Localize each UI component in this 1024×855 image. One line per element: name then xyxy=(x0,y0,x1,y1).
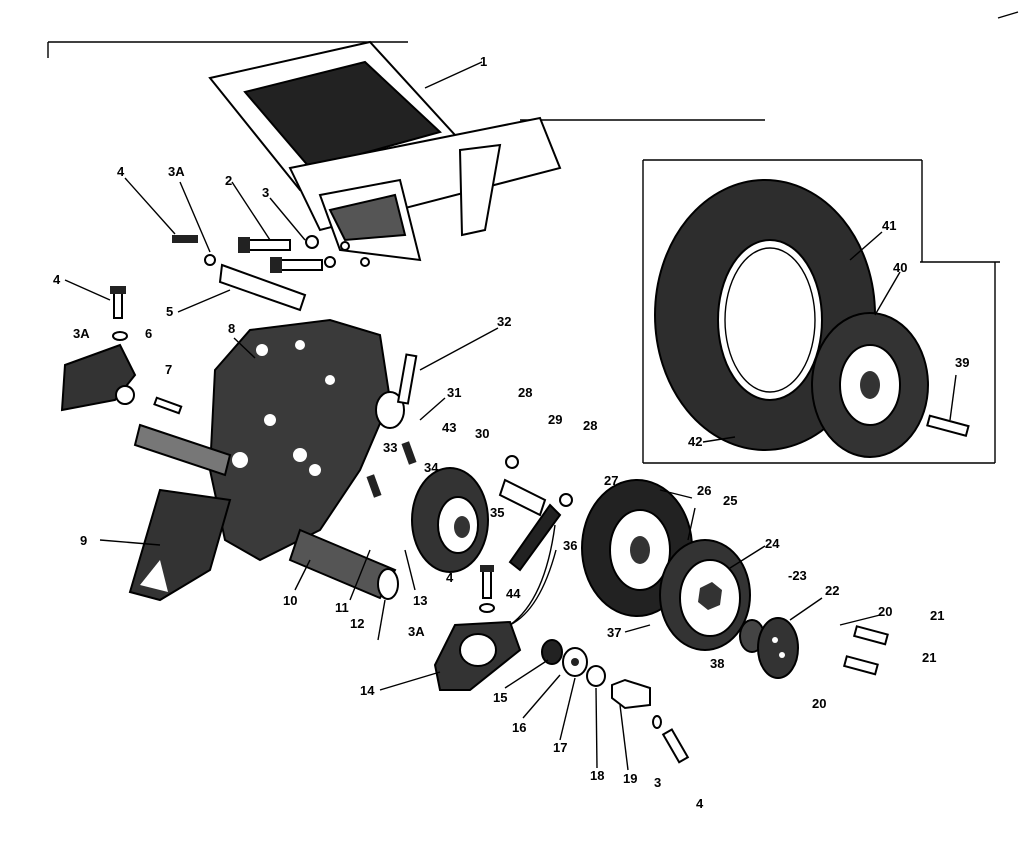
callout-30: 30 xyxy=(475,426,489,441)
springs xyxy=(366,441,417,498)
callout-12: 12 xyxy=(350,616,364,631)
callout-38: 38 xyxy=(710,656,724,671)
callout-26: 26 xyxy=(697,483,711,498)
callout-1: 1 xyxy=(480,54,487,69)
part-29-lever xyxy=(498,455,573,572)
callout-9: 9 xyxy=(80,533,87,548)
part-8-gearbox xyxy=(208,318,405,562)
part-30-pulley xyxy=(411,467,489,573)
callout-4-left: 4 xyxy=(53,272,61,287)
callout-20-bottom: 20 xyxy=(812,696,826,711)
part-22-plate xyxy=(757,617,799,679)
callout-4-mid: 4 xyxy=(446,570,454,585)
callout-34: 34 xyxy=(424,460,439,475)
callout-20-top: 20 xyxy=(878,604,892,619)
callout-37: 37 xyxy=(607,625,621,640)
callout-32: 32 xyxy=(497,314,511,329)
callout-4-bottom: 4 xyxy=(696,796,704,811)
callout-28-right: 28 xyxy=(583,418,597,433)
part-24-25-pulley xyxy=(659,539,751,651)
callout-6: 6 xyxy=(145,326,152,341)
left-shaft xyxy=(133,423,232,477)
small-parts-15-19 xyxy=(541,639,690,764)
callout-3A: 3A xyxy=(168,164,185,179)
callout-28-left: 28 xyxy=(518,385,532,400)
top-hardware xyxy=(172,235,370,273)
callout-25: 25 xyxy=(723,493,737,508)
callout-42: 42 xyxy=(688,434,702,449)
callout-15: 15 xyxy=(493,690,507,705)
part-5-bracket xyxy=(218,263,307,312)
part-6-bracket xyxy=(60,343,137,412)
callout-17: 17 xyxy=(553,740,567,755)
callout-29: 29 xyxy=(548,412,562,427)
callout-19: 19 xyxy=(623,771,637,786)
callout-21-top: 21 xyxy=(930,608,944,623)
bolts-21 xyxy=(842,625,889,676)
callout-labels: 1 2 3 3A 4 4 3A 5 6 7 8 9 10 11 12 13 14… xyxy=(53,54,969,811)
reference-lines xyxy=(47,11,1019,263)
callout-41: 41 xyxy=(882,218,896,233)
callout-13: 13 xyxy=(413,593,427,608)
left-bolt-4 xyxy=(110,286,128,341)
callout-10: 10 xyxy=(283,593,297,608)
part-39-bolt xyxy=(926,414,970,438)
callout-39: 39 xyxy=(955,355,969,370)
callout-43: 43 xyxy=(442,420,456,435)
part-14-housing xyxy=(433,620,522,691)
callout-5: 5 xyxy=(166,304,173,319)
part-7-pin xyxy=(153,396,183,415)
callout-14: 14 xyxy=(360,683,375,698)
wheel-inset-box xyxy=(642,159,996,464)
callout-35: 35 xyxy=(490,505,504,520)
callout-11: 11 xyxy=(335,600,349,615)
callout-3-bottom: 3 xyxy=(654,775,661,790)
callout-7: 7 xyxy=(165,362,172,377)
callout-21-bottom: 21 xyxy=(922,650,936,665)
part-32-rod xyxy=(396,353,418,405)
callout-3A-left: 3A xyxy=(73,326,90,341)
part-1-seat-chute xyxy=(208,40,562,262)
callout-33: 33 xyxy=(383,440,397,455)
callout-3: 3 xyxy=(262,185,269,200)
callout-22: 22 xyxy=(825,583,839,598)
callout-31: 31 xyxy=(447,385,461,400)
callout-4-top: 4 xyxy=(117,164,125,179)
callout-44: 44 xyxy=(506,586,521,601)
part-40-rim xyxy=(811,312,929,458)
callout-40: 40 xyxy=(893,260,907,275)
callout-8: 8 xyxy=(228,321,235,336)
part-10-axle xyxy=(288,528,399,600)
callout-2: 2 xyxy=(225,173,232,188)
callout-23: -23 xyxy=(788,568,807,583)
callout-24: 24 xyxy=(765,536,780,551)
callout-36: 36 xyxy=(563,538,577,553)
bottom-bolt-4a xyxy=(479,565,495,613)
leader-lines xyxy=(64,61,957,771)
callout-18: 18 xyxy=(590,768,604,783)
callout-27: 27 xyxy=(604,473,618,488)
callout-16: 16 xyxy=(512,720,526,735)
part-9-plate xyxy=(128,488,232,602)
callout-3A-mid: 3A xyxy=(408,624,425,639)
